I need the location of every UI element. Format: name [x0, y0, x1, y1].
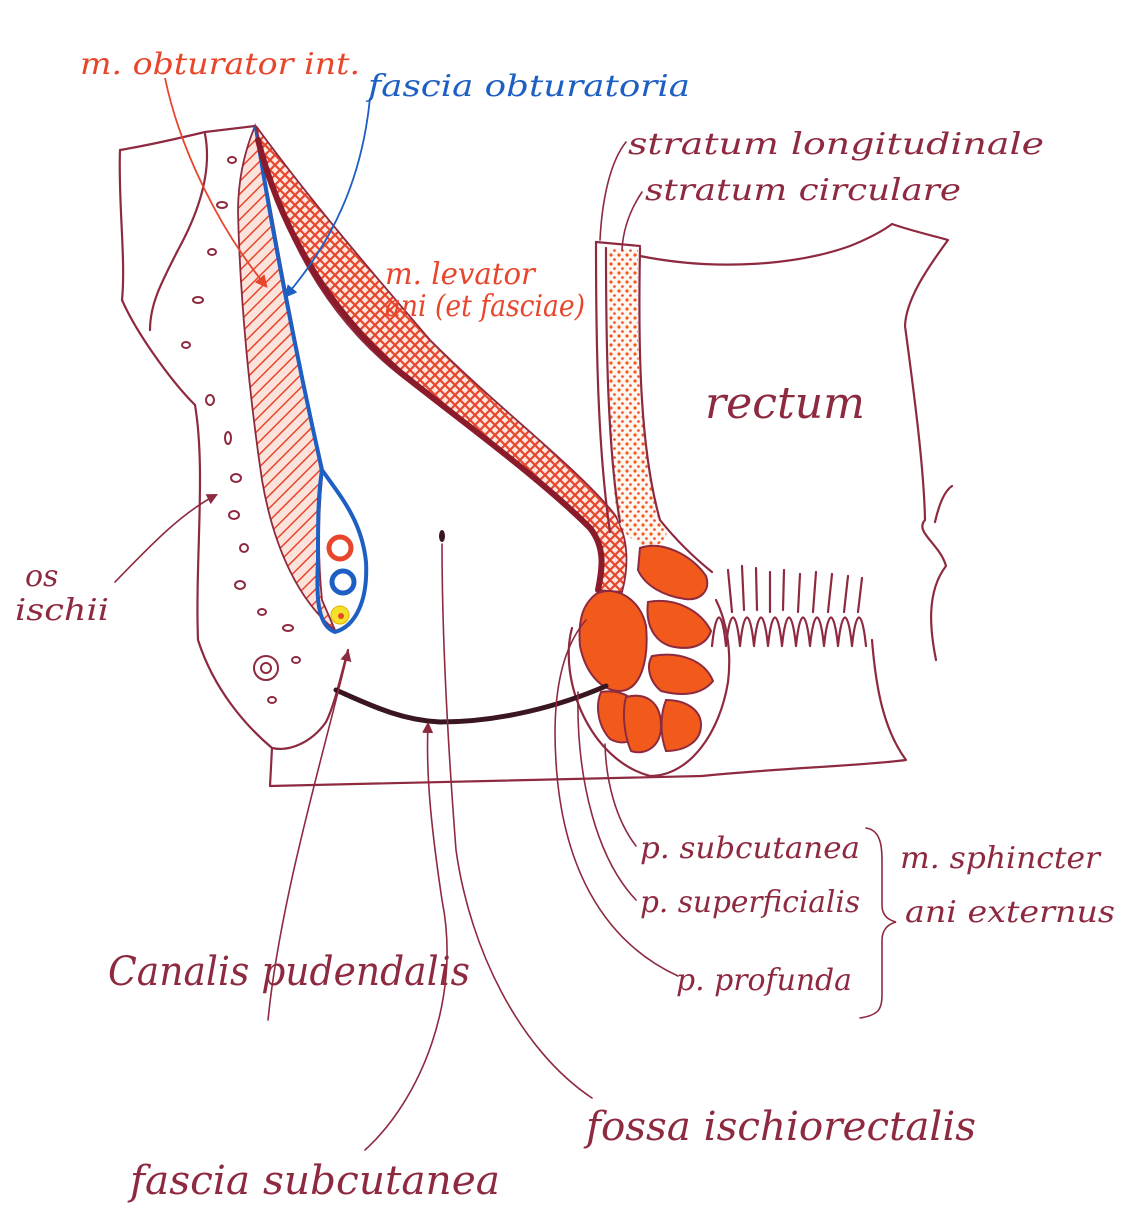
bone-speckles [181, 156, 301, 704]
sphincter-subcutanea-blob-3 [660, 698, 703, 753]
label-p-superficialis: p. superficialis [640, 885, 860, 920]
fascia-subcutanea-line [333, 683, 609, 725]
rectum-outline [638, 222, 954, 778]
pudendal-nerve-core [338, 613, 344, 619]
rectal-wall [594, 240, 714, 574]
os-ischii-bone [118, 124, 350, 750]
label-fascia-obturatoria: fascia obturatoria [366, 69, 690, 104]
levator-ani-fascia-line [255, 137, 605, 593]
leader-p-superficialis [577, 691, 637, 901]
label-rectum: rectum [705, 378, 865, 429]
leader-obturator-internus [164, 77, 268, 288]
leader-fascia-obturatoria [284, 97, 371, 298]
leader-lines [114, 77, 897, 1151]
label-os-ischii-line2: ischii [15, 593, 109, 628]
leader-p-subcutanea [604, 743, 637, 847]
leader-stratum-circulare [621, 191, 643, 251]
sphincter-superficialis-blob [578, 590, 648, 693]
label-sphincter-line1: m. sphincter [900, 841, 1102, 876]
label-canalis-pudendalis: Canalis pudendalis [108, 949, 470, 995]
rectal-wall-inner-line [638, 246, 714, 574]
label-os-ischii-line1: os [25, 559, 58, 594]
pudendal-vein-ring [329, 568, 357, 596]
leader-fascia-subcutanea [364, 721, 448, 1151]
fascia-obturatoria-line [254, 126, 369, 635]
skin-baseline [268, 746, 704, 788]
sphincter-profunda-blob-3 [648, 653, 715, 695]
sphincter-profunda-blob-1 [636, 544, 709, 601]
label-levator-ani-line2: ani (et fasciae) [385, 289, 585, 324]
pudendal-canal-contents [326, 534, 357, 625]
labels: m. obturator int. fascia obturatoria str… [15, 47, 1115, 1204]
stratum-longitudinale-inner-line [604, 246, 622, 524]
pudendal-artery-ring [326, 534, 354, 562]
label-obturator-internus: m. obturator int. [80, 47, 360, 82]
label-sphincter-line2: ani externus [905, 895, 1115, 930]
sphincter-profunda-blob-2 [646, 600, 713, 649]
rectum-right-edge [890, 222, 950, 662]
leader-canalis-pudendalis [267, 649, 352, 1021]
label-p-profunda: p. profunda [676, 963, 852, 998]
rectal-wall-top-edge [594, 240, 642, 248]
label-levator-ani-line1: m. levator [385, 257, 537, 292]
fossa-ischiorectalis-marker [439, 530, 445, 542]
label-fossa-ischiorectalis: fossa ischiorectalis [583, 1104, 976, 1150]
rectum-top-edge [638, 222, 894, 266]
rectum-right-notch [933, 484, 954, 524]
stratum-longitudinale-outer-line [594, 240, 612, 534]
sphincter-ani-externus [578, 544, 715, 754]
sphincter-subcutanea-blob-2 [622, 694, 663, 754]
leader-os-ischii [114, 493, 218, 583]
mucosal-folds [710, 616, 868, 648]
anal-canal-lower-edge [700, 638, 908, 778]
label-stratum-circulare: stratum circulare [645, 173, 961, 208]
label-p-subcutanea: p. subcutanea [640, 831, 860, 866]
label-stratum-longitudinale: stratum longitudinale [628, 127, 1044, 162]
bone-inner-cortex [148, 132, 209, 332]
rectal-columns [726, 564, 864, 614]
label-fascia-subcutanea: fascia subcutanea [127, 1158, 500, 1204]
stratum-circulare-region [608, 248, 667, 548]
leader-fossa-ischiorectalis [441, 543, 593, 1099]
leader-p-profunda [554, 619, 679, 977]
sphincter-bracket [859, 827, 897, 1019]
bone-outline [118, 124, 350, 750]
leader-stratum-longitudinale [599, 141, 627, 241]
